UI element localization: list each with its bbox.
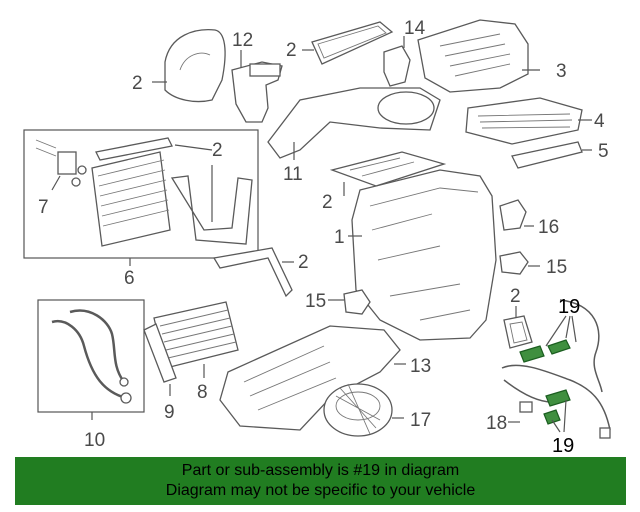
callout-15a: 15: [305, 291, 326, 312]
callout-16: 16: [538, 217, 559, 238]
callout-2d: 2: [298, 252, 309, 273]
gasket-part-2-right: [503, 315, 533, 349]
leader-7: [51, 175, 61, 191]
callout-19a: 19: [558, 296, 580, 318]
callout-19b: 19: [552, 435, 574, 456]
callout-1: 1: [334, 227, 345, 248]
callout-4: 4: [594, 111, 605, 132]
hose-group-box: [37, 299, 145, 413]
callout-9: 9: [164, 402, 175, 423]
actuator-part-16: [499, 199, 527, 231]
callout-2a: 2: [132, 73, 143, 94]
gasket-part-2-top: [311, 21, 394, 65]
callout-12: 12: [232, 30, 253, 51]
filter-part-4: [465, 97, 583, 145]
leader-2c: [174, 144, 213, 151]
callout-6: 6: [124, 268, 135, 289]
actuator-part-15-right: [499, 251, 529, 275]
callout-13: 13: [410, 356, 431, 377]
callout-2f: 2: [510, 286, 521, 307]
banner-line-2: Diagram may not be specific to your vehi…: [165, 482, 476, 499]
leader-19a-1: [545, 315, 567, 347]
leader-19a-2: [565, 315, 571, 339]
duct-part-11: [267, 87, 441, 159]
connector-part-19-upper: [519, 339, 571, 363]
vent-part-5: [511, 141, 583, 169]
callout-2b: 2: [286, 40, 297, 61]
connector-part-19-lower: [543, 389, 571, 425]
seal-part-2-mid: [212, 247, 293, 298]
seal-part-2-left: [164, 29, 226, 103]
sensor-part-14: [383, 45, 411, 87]
callout-14: 14: [404, 18, 426, 39]
parts-diagram: 2 12 2 14 3 4 5 11: [23, 18, 611, 456]
blower-motor-part-17: [323, 383, 393, 437]
housing-part-3: [417, 19, 529, 93]
callout-3: 3: [556, 61, 567, 82]
callout-5: 5: [598, 141, 609, 162]
callout-15b: 15: [546, 257, 567, 278]
evaporator-part-6: [91, 137, 253, 247]
callout-2c: 2: [212, 140, 223, 161]
callout-18: 18: [486, 413, 507, 434]
banner-line-1: Part or sub-assembly is #19 in diagram: [181, 462, 460, 479]
callout-17: 17: [410, 410, 431, 431]
callout-8: 8: [197, 382, 208, 403]
info-banner: Part or sub-assembly is #19 in diagram D…: [15, 457, 626, 505]
leader-19b-2: [563, 399, 567, 433]
hvac-case-part-1: [329, 151, 497, 341]
actuator-part-15-left: [343, 289, 371, 315]
valve-part-7: [35, 139, 87, 187]
callout-11: 11: [283, 164, 303, 185]
leader-19a-3: [571, 315, 577, 343]
hoses-part-10: [51, 309, 132, 404]
evaporator-group-box: [23, 129, 259, 259]
callout-10: 10: [84, 430, 105, 451]
callout-7: 7: [38, 197, 49, 218]
bracket-part-9: [143, 323, 177, 383]
leader-19b-1: [551, 419, 561, 433]
callout-2e: 2: [322, 192, 333, 213]
actuator-part-12: [231, 61, 283, 123]
